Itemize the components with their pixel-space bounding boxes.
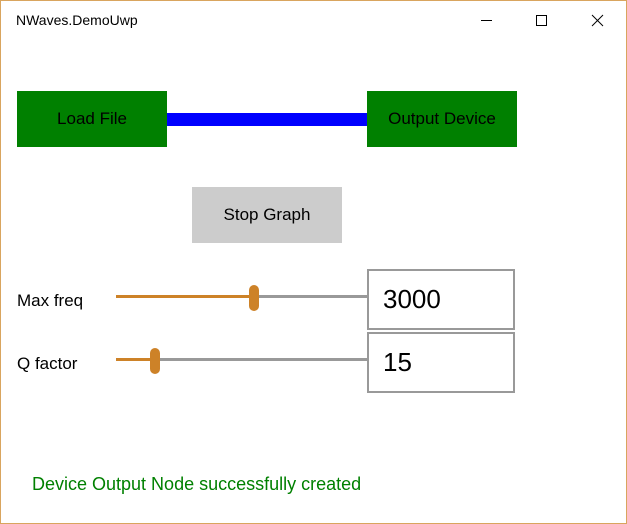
title-bar[interactable]: NWaves.DemoUwp <box>1 1 626 39</box>
minimize-icon <box>481 20 492 21</box>
max-freq-label: Max freq <box>17 291 84 310</box>
maximize-button[interactable] <box>518 1 564 39</box>
window-title: NWaves.DemoUwp <box>16 12 138 28</box>
slider-track <box>116 358 367 361</box>
close-icon <box>591 14 604 27</box>
load-file-label: Load File <box>57 109 127 128</box>
maximize-icon <box>536 15 547 26</box>
slider-thumb[interactable] <box>150 348 160 374</box>
q-factor-label: Q factor <box>17 354 78 373</box>
graph-connector <box>167 113 367 126</box>
slider-fill <box>116 358 155 361</box>
output-device-label: Output Device <box>388 109 496 128</box>
q-factor-input[interactable] <box>367 332 515 393</box>
load-file-node[interactable]: Load File <box>17 91 167 147</box>
max-freq-slider[interactable] <box>116 285 367 311</box>
max-freq-input[interactable] <box>367 269 515 330</box>
status-message: Device Output Node successfully created <box>32 474 362 494</box>
q-factor-slider[interactable] <box>116 348 367 374</box>
stop-graph-button[interactable]: Stop Graph <box>192 187 342 243</box>
slider-thumb[interactable] <box>249 285 259 311</box>
output-device-node[interactable]: Output Device <box>367 91 517 147</box>
slider-fill <box>116 295 254 298</box>
close-button[interactable] <box>574 1 620 39</box>
stop-graph-label: Stop Graph <box>223 205 311 224</box>
minimize-button[interactable] <box>463 1 509 39</box>
